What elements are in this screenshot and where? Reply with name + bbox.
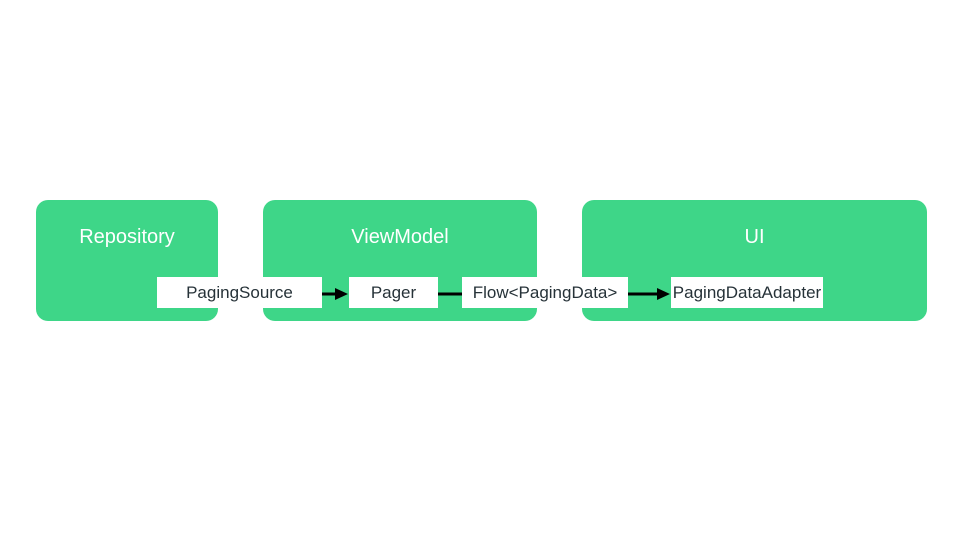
node-pagingsource: PagingSource	[157, 277, 322, 308]
edge-pager-to-flow	[437, 292, 463, 296]
arrowhead-right-icon	[335, 288, 348, 300]
container-viewmodel-title: ViewModel	[351, 226, 449, 248]
edge-flow-to-pagingdataadapter	[628, 288, 670, 300]
node-flow-pagingdata: Flow<PagingData>	[462, 277, 628, 308]
container-repository-title: Repository	[79, 226, 175, 248]
node-pager: Pager	[349, 277, 438, 308]
arrowhead-right-icon	[657, 288, 670, 300]
container-repository: Repository	[36, 200, 218, 321]
node-pagingdataadapter: PagingDataAdapter	[671, 277, 823, 308]
container-ui-title: UI	[744, 226, 765, 248]
edge-pagingsource-to-pager	[322, 288, 348, 300]
